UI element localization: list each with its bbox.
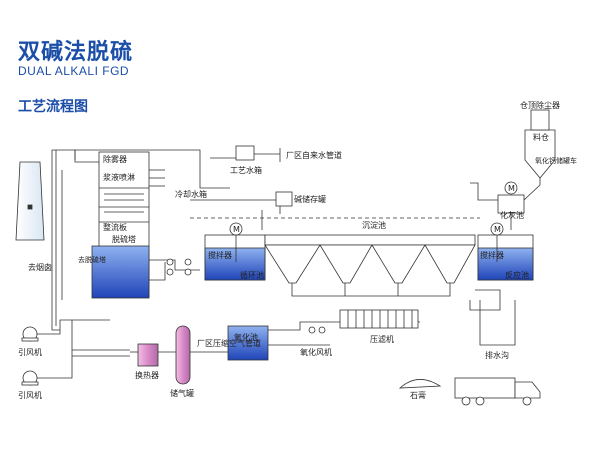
induced-fan-1 bbox=[21, 326, 39, 342]
filter-press bbox=[339, 309, 419, 329]
label-gas-tank: 储气罐 bbox=[170, 388, 194, 398]
heat-exchanger bbox=[137, 343, 159, 367]
dust-collector bbox=[530, 109, 550, 131]
settling-pool bbox=[264, 234, 476, 246]
label-desulf-tower-in: 去脱硫塔 bbox=[78, 255, 106, 264]
label-lime-tank: 化灰池 bbox=[500, 210, 524, 220]
oxidation-pool bbox=[227, 325, 269, 361]
label-fan1: 引风机 bbox=[18, 347, 42, 357]
label-alkali-tank: 碱储存罐 bbox=[294, 194, 326, 204]
label-tap-water: 厂区自来水管道 bbox=[286, 150, 342, 160]
label-spray-layer: 浆液喷淋 bbox=[103, 172, 135, 182]
label-heat-exchanger: 换热器 bbox=[135, 370, 159, 380]
label-reaction-pool: 反应池 bbox=[505, 270, 529, 280]
label-rectifier: 整流板 bbox=[103, 222, 127, 232]
page-subtitle: DUAL ALKALI FGD bbox=[18, 64, 130, 78]
label-silo: 料仓 bbox=[533, 132, 549, 142]
label-fan2: 引风机 bbox=[18, 390, 42, 400]
label-compressed-air: 厂区压缩空气管道 bbox=[197, 338, 261, 348]
silo bbox=[524, 129, 556, 179]
label-oxidation-fan: 氧化风机 bbox=[300, 347, 332, 357]
label-process-tank: 工艺水箱 bbox=[230, 165, 262, 175]
truck bbox=[454, 377, 541, 406]
label-chimney-bypass: 去烟囱 bbox=[28, 262, 52, 272]
page-title: 双碱法脱硫 bbox=[18, 40, 134, 65]
drain-ditch bbox=[479, 300, 516, 346]
label-demister: 除雾器 bbox=[103, 154, 127, 164]
label-truck-tank: 氧化钙储罐车 bbox=[535, 156, 577, 165]
process-water-tank bbox=[235, 145, 255, 161]
section-heading: 工艺流程图 bbox=[18, 99, 88, 115]
label-settle-pool: 沉淀池 bbox=[362, 220, 386, 230]
label-mixer2: 搅拌器 bbox=[480, 250, 504, 260]
label-desulf-tower: 脱硫塔 bbox=[112, 234, 136, 244]
chimney bbox=[15, 161, 45, 241]
gypsum-pile bbox=[398, 379, 442, 389]
label-mixer1: 搅拌器 bbox=[208, 250, 232, 260]
motor-label-2: M bbox=[494, 225, 501, 234]
label-gypsum: 石膏 bbox=[410, 390, 426, 400]
induced-fan-2 bbox=[21, 370, 39, 386]
label-oxidation-pool: 氧化池 bbox=[234, 332, 258, 342]
gas-tank bbox=[175, 325, 191, 385]
motor-label-1: M bbox=[233, 225, 240, 234]
label-filter-press: 压滤机 bbox=[370, 334, 394, 344]
label-cooling-tank: 冷却水箱 bbox=[175, 189, 207, 199]
label-dust-collector: 仓顶除尘器 bbox=[520, 100, 560, 110]
motor-label-3: M bbox=[508, 184, 515, 193]
label-drain: 排水沟 bbox=[485, 350, 509, 360]
label-circ-pool: 循环池 bbox=[240, 270, 264, 280]
alkali-tank bbox=[275, 191, 293, 207]
